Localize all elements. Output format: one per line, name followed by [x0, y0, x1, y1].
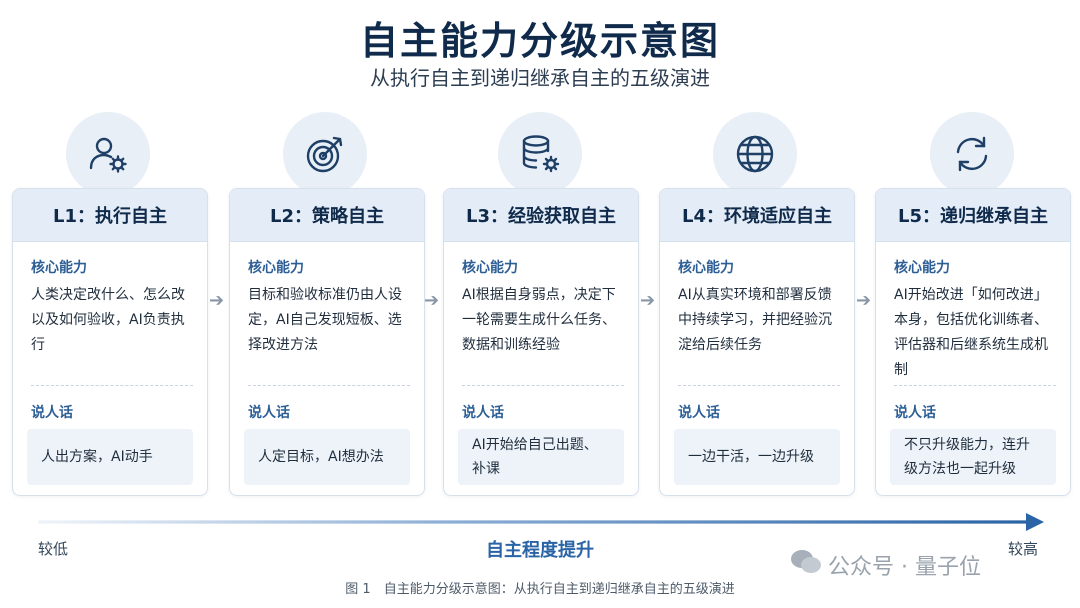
level-4-core-text: AI从真实环境和部署反馈中持续学习，并把经验沉淀给后续任务	[678, 287, 832, 353]
level-4-card: L4：环境适应自主 核心能力 AI从真实环境和部署反馈中持续学习，并把经验沉淀给…	[659, 188, 855, 496]
level-5-speak-label: 说人话	[894, 405, 936, 421]
level-1-card: L1：执行自主 核心能力 人类决定改什么、怎么改以及如何验收，AI负责执行 说人…	[12, 188, 208, 496]
cycle-icon	[956, 136, 988, 172]
level-3-core-text: AI根据自身弱点，决定下一轮需要生成什么任务、数据和训练经验	[462, 287, 616, 353]
watermark: 公众号 · 量子位	[790, 548, 981, 582]
level-3-icon-circle	[498, 112, 582, 196]
target-icon	[306, 136, 343, 173]
arrow-right-icon: ➔	[856, 290, 872, 311]
level-1-heading: L1：执行自主	[13, 189, 207, 242]
level-4-heading: L4：环境适应自主	[660, 189, 854, 242]
level-4-divider	[678, 385, 840, 386]
page-subtitle: 从执行自主到递归继承自主的五级演进	[370, 66, 710, 90]
level-2-card: L2：策略自主 核心能力 目标和验收标准仍由人设定，AI自己发现短板、选择改进方…	[229, 188, 425, 496]
arrow-right-icon: ➔	[209, 290, 225, 311]
level-2-core-text: 目标和验收标准仍由人设定，AI自己发现短板、选择改进方法	[248, 287, 402, 353]
level-3-speak-label: 说人话	[462, 405, 504, 421]
arrow-right-icon: ➔	[640, 290, 656, 311]
progress-arrowhead-icon	[1026, 513, 1044, 531]
level-3-speak-text: AI开始给自己出题、补课	[458, 429, 624, 485]
level-5-speak-text: 不只升级能力，连升级方法也一起升级	[890, 429, 1056, 485]
level-2-core-label: 核心能力	[248, 260, 304, 276]
level-2-speak-text: 人定目标，AI想办法	[244, 429, 410, 485]
level-1-core-label: 核心能力	[31, 260, 87, 276]
level-1-divider	[31, 385, 193, 386]
level-3-core-label: 核心能力	[462, 260, 518, 276]
level-4-speak-text: 一边干活，一边升级	[674, 429, 840, 485]
globe-icon	[736, 135, 774, 173]
level-5-core-text: AI开始改进「如何改进」本身，包括优化训练者、评估器和后继系统生成机制	[894, 287, 1048, 378]
database-gear-icon	[522, 135, 560, 173]
level-2-icon-circle	[283, 112, 367, 196]
scale-axis-label: 自主程度提升	[486, 540, 594, 561]
level-5-card: L5：递归继承自主 核心能力 AI开始改进「如何改进」本身，包括优化训练者、评估…	[875, 188, 1071, 496]
autonomy-progress-bar	[38, 520, 1028, 524]
scale-high-label: 较高	[1008, 540, 1039, 558]
level-2-speak-label: 说人话	[248, 405, 290, 421]
watermark-text: 公众号 · 量子位	[828, 555, 981, 580]
level-1-icon-circle	[66, 112, 150, 196]
level-4-icon-circle	[713, 112, 797, 196]
scale-low-label: 较低	[38, 540, 69, 558]
figure-caption: 图 1 自主能力分级示意图：从执行自主到递归继承自主的五级演进	[345, 582, 735, 597]
level-3-card: L3：经验获取自主 核心能力 AI根据自身弱点，决定下一轮需要生成什么任务、数据…	[443, 188, 639, 496]
level-1-core-text: 人类决定改什么、怎么改以及如何验收，AI负责执行	[31, 287, 185, 353]
level-2-divider	[248, 385, 410, 386]
level-1-speak-text: 人出方案，AI动手	[27, 429, 193, 485]
level-5-core-label: 核心能力	[894, 260, 950, 276]
user-gear-icon	[89, 137, 127, 173]
level-4-speak-label: 说人话	[678, 405, 720, 421]
level-3-divider	[462, 385, 624, 386]
level-1-speak-label: 说人话	[31, 405, 73, 421]
level-5-divider	[894, 385, 1056, 386]
page-title: 自主能力分级示意图	[359, 19, 720, 63]
arrow-right-icon: ➔	[424, 290, 440, 311]
level-2-heading: L2：策略自主	[230, 189, 424, 242]
level-5-icon-circle	[930, 112, 1014, 196]
wechat-icon	[790, 548, 822, 582]
level-3-heading: L3：经验获取自主	[444, 189, 638, 242]
level-4-core-label: 核心能力	[678, 260, 734, 276]
level-5-heading: L5：递归继承自主	[876, 189, 1070, 242]
